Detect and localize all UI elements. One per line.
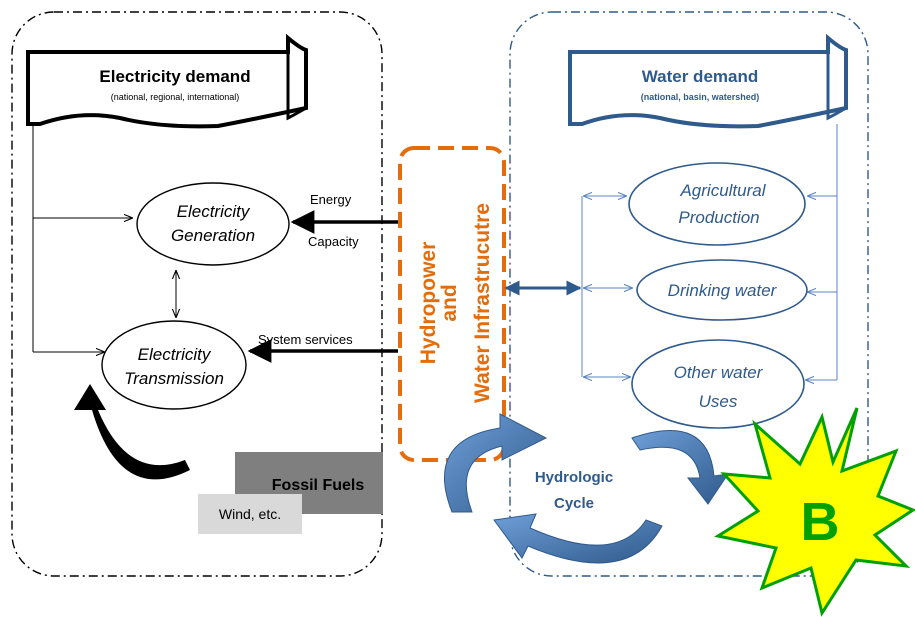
water-demand-title: Water demand	[642, 67, 759, 86]
agricultural-production-node	[628, 162, 806, 246]
fossil-curved-arrow	[74, 384, 190, 480]
transmission-label-1: Electricity	[138, 345, 212, 364]
energy-label: Energy	[310, 192, 352, 207]
hydropower-label-2: and	[438, 284, 461, 321]
generation-label-2: Generation	[171, 226, 255, 245]
wind-label: Wind, etc.	[219, 506, 281, 522]
fossil-fuels-label: Fossil Fuels	[272, 477, 365, 494]
system-services-label: System services	[258, 332, 353, 347]
hydro-cycle-arrow-top	[444, 413, 548, 513]
hydropower-label-3: Water Infrastrucutre	[471, 203, 494, 403]
electricity-demand-title: Electricity demand	[99, 67, 250, 86]
drinking-water-node	[636, 259, 808, 321]
hydro-cycle-arrow-right	[631, 430, 730, 505]
water-demand-subtitle: (national, basin, watershed)	[641, 92, 760, 102]
electricity-generation-node	[136, 182, 290, 266]
electricity-demand-banner	[26, 33, 308, 129]
hydropower-label-1: Hydropower	[417, 242, 440, 365]
transmission-label-2: Transmission	[124, 369, 224, 388]
other-water-uses-node	[631, 339, 805, 429]
hydro-cycle-arrow-bottom	[493, 513, 663, 564]
water-demand-banner	[568, 33, 848, 129]
agri-label-2: Production	[678, 208, 759, 227]
agri-label-1: Agricultural	[679, 181, 766, 200]
badge-letter: B	[801, 492, 840, 552]
wind-box	[198, 494, 302, 534]
drinking-label: Drinking water	[668, 281, 778, 300]
generation-label-1: Electricity	[177, 202, 251, 221]
hydrologic-label-1: Hydrologic	[535, 469, 613, 486]
electricity-demand-subtitle: (national, regional, international)	[111, 92, 240, 102]
electricity-transmission-node	[101, 320, 247, 410]
other-label-1: Other water	[674, 363, 764, 382]
capacity-label: Capacity	[308, 234, 359, 249]
other-label-2: Uses	[699, 392, 738, 411]
badge-starburst	[714, 407, 915, 617]
hydrologic-label-2: Cycle	[554, 495, 594, 512]
electricity-container	[11, 11, 383, 577]
